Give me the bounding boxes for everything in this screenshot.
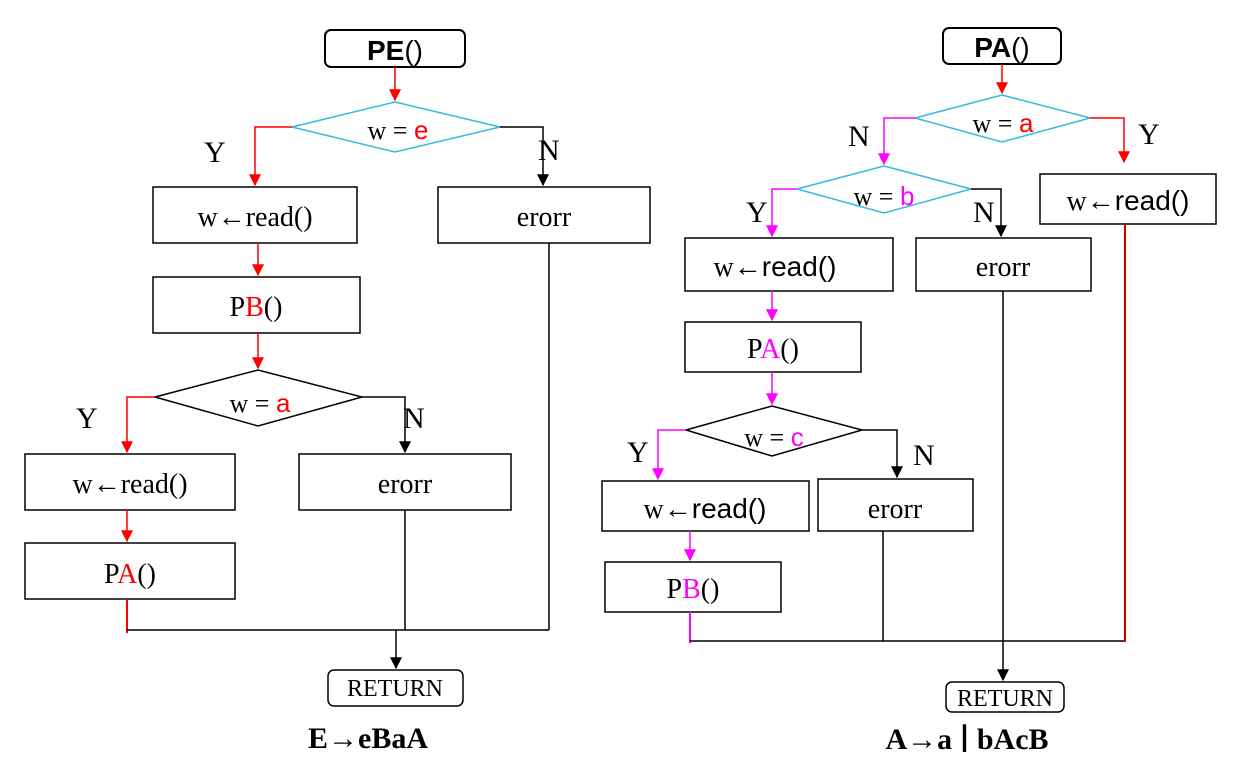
pa-cond1-label: w = a [973, 108, 1034, 138]
pa-no1-label: N [848, 120, 870, 153]
pe-edge-cond1-yes [249, 126, 292, 187]
pe-start-label: PE() [367, 35, 423, 66]
pe-error2-box [298, 453, 512, 511]
pe-error1-box [437, 186, 651, 244]
pa-edge-cond3-yes [652, 429, 686, 481]
flowchart-pa: PA() w = a Y N w←read() w = b Y N [601, 27, 1217, 756]
pa-read-b-label: w←read() [714, 251, 837, 283]
pa-edge-cond1-yes [1090, 117, 1130, 164]
pa-call-a-box [684, 321, 862, 373]
pe-cond1-label: w = e [368, 115, 429, 145]
pa-edge-cond2-no [971, 188, 1007, 238]
pa-yes2-label: Y [746, 196, 768, 229]
pa-read-c-box [601, 480, 810, 532]
pa-cond2-label: w = b [854, 181, 915, 211]
pa-edge-cond1-no [878, 117, 915, 166]
pa-edge-cond2-yes [766, 188, 797, 238]
pa-error1-label: erorr [976, 252, 1031, 283]
pe-edge-cond2-no [362, 396, 411, 454]
pa-call-a-label: PA() [747, 334, 799, 365]
pa-error1-box [915, 237, 1092, 292]
pe-call2-label: PA() [104, 559, 156, 590]
pe-no2-label: N [403, 402, 425, 435]
pe-error1-label: erorr [517, 202, 572, 233]
pe-cond2-label: w = a [230, 388, 291, 418]
pa-call-b-label: PB() [667, 574, 720, 605]
pe-yes2-label: Y [76, 402, 98, 435]
pa-error2-box [817, 478, 974, 532]
pe-read1-box [152, 186, 358, 244]
pe-read2-box [24, 453, 236, 511]
pa-edge-cond3-no [862, 429, 903, 479]
pa-return-label: RETURN [957, 686, 1053, 712]
pa-no2-label: N [973, 196, 995, 229]
pe-read1-label: w←read() [197, 202, 312, 233]
pa-cond3-label: w = c [744, 422, 803, 452]
pa-return-box [945, 681, 1065, 713]
pa-read-a-label: w←read() [1067, 185, 1190, 217]
pe-yes1-label: Y [204, 136, 226, 169]
pa-yes3-label: Y [627, 436, 649, 469]
pa-read-c-label: w←read() [644, 493, 767, 525]
pa-error2-label: erorr [868, 494, 923, 525]
flowchart-pe: PE() w = e Y N w←read() erorr PB() [24, 29, 651, 755]
pa-read-b-box [684, 237, 894, 292]
pa-read-a-box [1039, 173, 1217, 225]
pa-no3-label: N [913, 439, 935, 472]
pe-read2-label: w←read() [72, 469, 187, 500]
pe-call1-box [152, 276, 361, 334]
pa-production: A→a ∣ bAcB [885, 723, 1048, 756]
pe-call1-label: PB() [230, 292, 283, 323]
pe-edge-cond1-no [500, 126, 549, 187]
pe-edge-cond2-yes [121, 396, 155, 454]
pe-production: E→eBaA [308, 722, 428, 755]
pa-call-b-box [604, 561, 782, 613]
pe-return-label: RETURN [347, 676, 443, 702]
pe-return-box [327, 669, 464, 707]
pe-error2-label: erorr [378, 469, 433, 500]
pe-no1-label: N [538, 134, 560, 167]
pe-call2-box [24, 542, 236, 600]
pa-start-label: PA() [974, 32, 1029, 63]
pa-yes1-label: Y [1138, 118, 1160, 151]
